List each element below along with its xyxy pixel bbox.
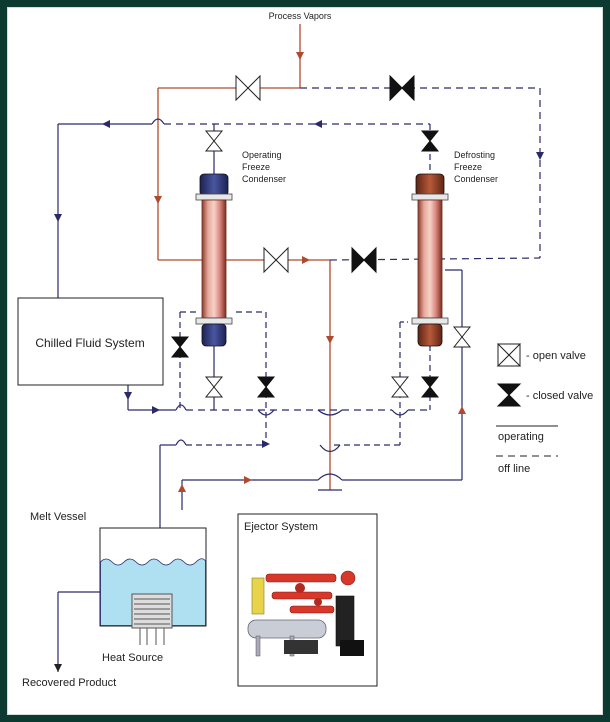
defrosting-freeze-condenser[interactable] — [411, 173, 449, 347]
arrow-up-defrost — [458, 406, 466, 414]
operating-condenser-label-2: Freeze — [242, 162, 270, 172]
arrow-down-vapors — [296, 52, 304, 60]
defrosting-condenser-label-1: Defrosting — [454, 150, 495, 160]
heat-source-label: Heat Source — [102, 652, 163, 664]
defrosting-condenser-label-3: Condenser — [454, 174, 498, 184]
closed-valve[interactable] — [256, 376, 276, 398]
operating-condenser-label-1: Operating — [242, 150, 282, 160]
recovered-product-label: Recovered Product — [22, 677, 116, 689]
legend-open-valve-icon — [496, 343, 522, 367]
open-valve[interactable] — [204, 130, 224, 152]
process-vapors-label: Process Vapors — [269, 11, 332, 21]
open-valve[interactable] — [235, 74, 261, 102]
operating-condenser-label-3: Condenser — [242, 174, 286, 184]
legend-operating-label: operating — [498, 431, 544, 443]
arrow-left-dash — [314, 120, 322, 128]
legend-open-valve-label: - open valve — [526, 350, 586, 362]
arrow-down-product — [54, 664, 62, 672]
closed-valve[interactable] — [351, 246, 377, 274]
chilled-fluid-system-label: Chilled Fluid System — [35, 336, 144, 350]
legend-closed-valve-icon — [496, 383, 522, 407]
open-valve[interactable] — [390, 376, 410, 398]
arrow-up-melt — [178, 484, 186, 492]
flow-arrows — [54, 52, 544, 672]
arrow-right-mid — [302, 256, 310, 264]
arrow-right-supply — [152, 406, 160, 414]
open-valve[interactable] — [204, 376, 224, 398]
legend-offline-label: off line — [498, 463, 530, 475]
arrow-down-supply — [124, 392, 132, 400]
arrow-down-left — [154, 196, 162, 204]
closed-valve[interactable] — [420, 376, 440, 398]
ejector-system[interactable] — [237, 489, 378, 687]
arrow-left-top — [102, 120, 110, 128]
arrow-right-offline — [262, 440, 270, 448]
closed-valve[interactable] — [420, 130, 440, 152]
melt-vessel[interactable] — [99, 527, 207, 645]
closed-valve[interactable] — [170, 336, 190, 358]
arrow-down-center — [326, 336, 334, 344]
melt-vessel-label: Melt Vessel — [30, 511, 86, 523]
open-valve[interactable] — [452, 326, 472, 348]
offline-piping — [57, 87, 541, 446]
legend-closed-valve-label: - closed valve — [526, 390, 593, 402]
arrow-right-melt — [244, 476, 252, 484]
pipe-crossovers — [151, 118, 409, 481]
defrosting-condenser-label-2: Freeze — [454, 162, 482, 172]
arrow-down-right — [536, 152, 544, 160]
heat-source-coil — [131, 593, 173, 645]
closed-valve[interactable] — [389, 74, 415, 102]
ejector-system-label: Ejector System — [244, 521, 318, 533]
operating-freeze-condenser[interactable] — [195, 173, 233, 347]
open-valve[interactable] — [263, 246, 289, 274]
arrow-down-chilled — [54, 214, 62, 222]
chilled-fluid-system-box[interactable] — [17, 297, 164, 386]
operating-piping — [157, 24, 331, 490]
ejector-equipment-image — [247, 570, 364, 657]
